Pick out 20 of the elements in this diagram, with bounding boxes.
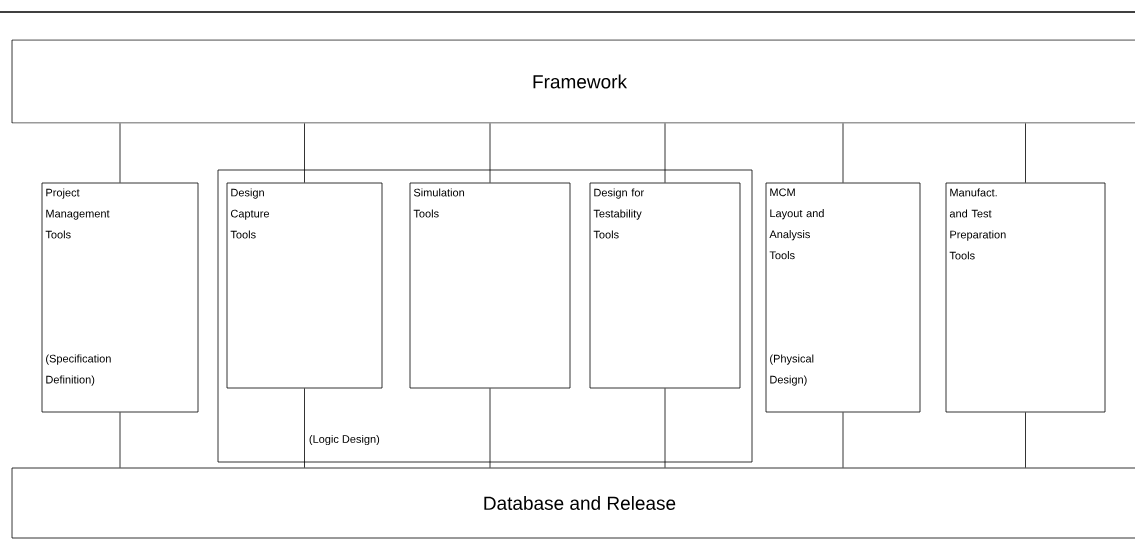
connector-line [1025, 412, 1026, 468]
tool-box: Manufact. and Test Preparation Tools [945, 182, 1106, 413]
connector-line [119, 123, 121, 183]
layer-band: Framework [11, 39, 1135, 124]
connector-line [119, 412, 121, 468]
connector-line [842, 412, 844, 468]
tool-box: Simulation Tools [409, 182, 571, 389]
connector-line [489, 123, 491, 183]
layer-band: Database and Release [11, 467, 1135, 539]
connector-line [664, 123, 666, 183]
connector-line [664, 388, 666, 468]
tool-box: Project Management Tools (Specification Definition) [41, 182, 199, 413]
connector-line [489, 388, 491, 468]
connector-line [304, 123, 305, 183]
connector-line [1025, 123, 1026, 183]
connector-line [304, 388, 305, 468]
tool-box: Design Capture Tools [226, 182, 383, 389]
tool-box: MCM Layout and Analysis Tools (Physical Design) [765, 182, 921, 413]
tool-box: Design for Testability Tools [589, 182, 741, 389]
connector-line [842, 123, 844, 183]
